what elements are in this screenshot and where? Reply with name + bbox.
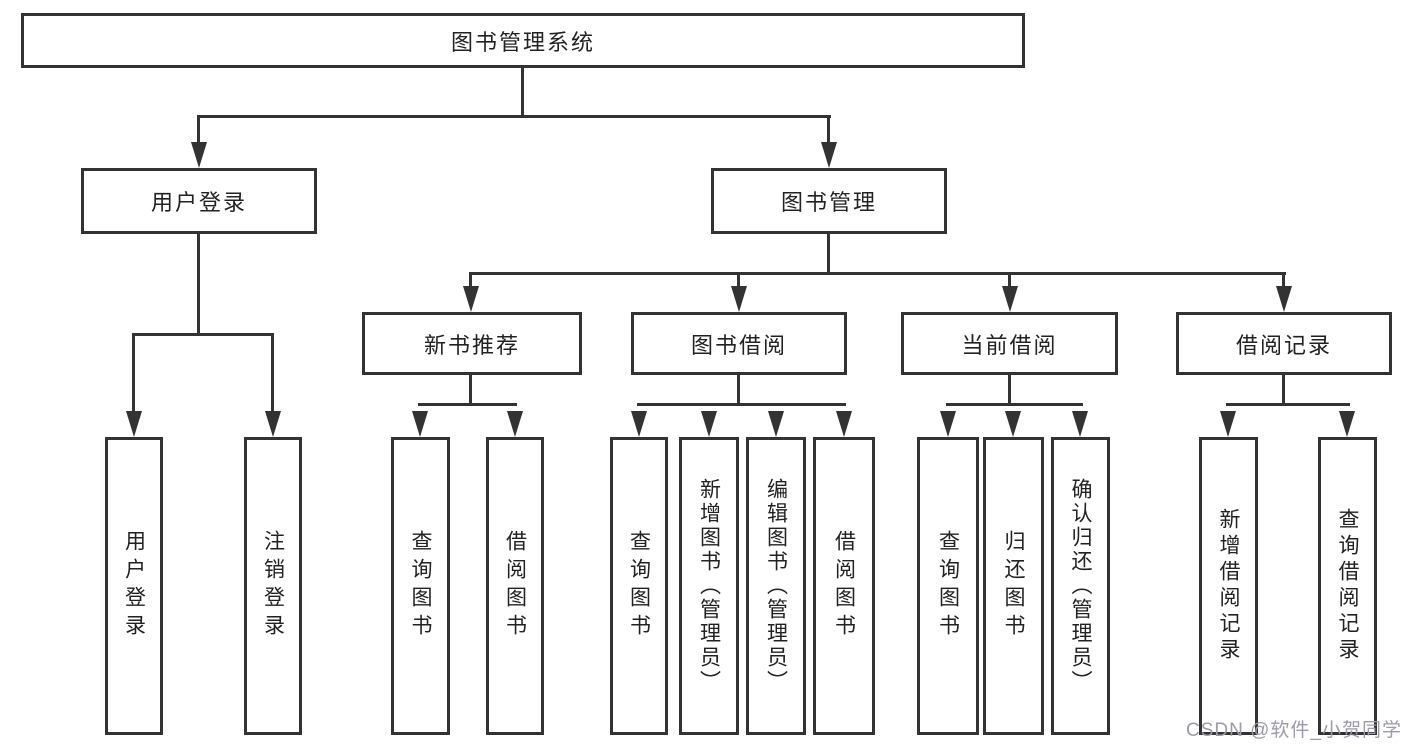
leaf-bookborrow-query: 查询图书 (610, 437, 668, 735)
connector-new-book-stem (469, 272, 472, 288)
arrow-down-icon (191, 142, 207, 168)
arrow-down-icon (836, 411, 852, 437)
arrow-down-icon (1339, 411, 1355, 437)
connector-borrow-record-leafbranch (1226, 403, 1350, 406)
connector-book-mgmt-stem (827, 115, 830, 145)
connector-user-login-down (197, 234, 200, 336)
node-book-mgmt: 图书管理 (711, 168, 947, 234)
arrow-down-icon (463, 286, 479, 312)
arrow-down-icon (412, 411, 428, 437)
leaf-newbook-query: 查询图书 (391, 437, 450, 735)
connector-borrow-record-stem (1282, 272, 1285, 288)
node-current-borrow: 当前借阅 (901, 312, 1118, 375)
leaf-record-add: 新增借阅记录 (1199, 437, 1258, 735)
arrow-down-icon (1072, 411, 1088, 437)
arrow-down-icon (1276, 286, 1292, 312)
node-library-system: 图书管理系统 (21, 13, 1025, 68)
leaf-bookborrow-borrow-label: 借阅图书 (832, 530, 856, 642)
leaf-currentborrow-return: 归还图书 (983, 437, 1044, 735)
node-library-system-label: 图书管理系统 (450, 29, 595, 55)
connector-book-borrow-down (737, 375, 740, 406)
node-book-borrow: 图书借阅 (631, 312, 847, 375)
node-current-borrow-label: 当前借阅 (961, 332, 1058, 358)
connector-user-login-branch (132, 333, 274, 336)
connector-logout-stem (271, 333, 274, 413)
leaf-record-query: 查询借阅记录 (1318, 437, 1377, 735)
arrow-down-icon (768, 411, 784, 437)
arrow-down-icon (631, 411, 647, 437)
node-new-book: 新书推荐 (362, 312, 582, 375)
arrow-down-icon (1005, 411, 1021, 437)
node-book-borrow-label: 图书借阅 (690, 332, 787, 358)
leaf-user-login-label: 用户登录 (122, 530, 146, 642)
arrow-down-icon (507, 411, 523, 437)
connector-current-borrow-down (1008, 375, 1011, 406)
connector-root-branch (197, 115, 831, 118)
leaf-bookborrow-borrow: 借阅图书 (813, 437, 875, 735)
connector-book-mgmt-down (827, 234, 830, 275)
leaf-record-add-label: 新增借阅记录 (1217, 508, 1240, 664)
node-borrow-record-label: 借阅记录 (1235, 332, 1332, 358)
leaf-bookborrow-add: 新增图书（管理员） (679, 437, 739, 735)
leaf-bookborrow-edit: 编辑图书（管理员） (746, 437, 806, 735)
arrow-down-icon (821, 142, 837, 168)
connector-login-stem (132, 333, 135, 413)
connector-book-mgmt-branch (469, 272, 1286, 275)
connector-borrow-record-down (1282, 375, 1285, 406)
leaf-user-login: 用户登录 (105, 437, 163, 735)
node-new-book-label: 新书推荐 (423, 332, 520, 358)
leaf-newbook-query-label: 查询图书 (409, 530, 432, 642)
leaf-bookborrow-add-label: 新增图书（管理员） (697, 478, 721, 694)
node-user-login: 用户登录 (81, 168, 317, 234)
arrow-down-icon (1002, 286, 1018, 312)
leaf-currentborrow-query: 查询图书 (917, 437, 979, 735)
leaf-logout: 注销登录 (244, 437, 302, 735)
connector-new-book-leafbranch (418, 403, 517, 406)
leaf-currentborrow-return-label: 归还图书 (1002, 530, 1025, 642)
node-user-login-label: 用户登录 (150, 190, 247, 215)
node-borrow-record: 借阅记录 (1176, 312, 1392, 375)
arrow-down-icon (731, 286, 747, 312)
leaf-bookborrow-query-label: 查询图书 (627, 530, 651, 642)
leaf-newbook-borrow-label: 借阅图书 (503, 530, 527, 642)
connector-user-login-stem (197, 115, 200, 145)
arrow-down-icon (1220, 411, 1236, 437)
leaf-record-query-label: 查询借阅记录 (1336, 508, 1359, 664)
arrow-down-icon (701, 411, 717, 437)
leaf-newbook-borrow: 借阅图书 (486, 437, 544, 735)
leaf-bookborrow-edit-label: 编辑图书（管理员） (764, 478, 788, 694)
connector-current-borrow-stem (1008, 272, 1011, 288)
csdn-watermark: CSDN @软件_小贺同学 (1186, 720, 1402, 741)
connector-book-borrow-stem (737, 272, 740, 288)
connector-new-book-down (469, 375, 472, 406)
node-book-mgmt-label: 图书管理 (780, 190, 877, 215)
connector-book-borrow-leafbranch (637, 403, 846, 406)
leaf-logout-label: 注销登录 (261, 530, 285, 642)
arrow-down-icon (265, 411, 281, 437)
connector-root-stem (521, 68, 524, 118)
leaf-currentborrow-confirm-label: 确认归还（管理员） (1069, 478, 1092, 694)
arrow-down-icon (126, 411, 142, 437)
leaf-currentborrow-query-label: 查询图书 (936, 530, 960, 642)
arrow-down-icon (940, 411, 956, 437)
leaf-currentborrow-confirm: 确认归还（管理员） (1051, 437, 1110, 735)
connector-current-borrow-leafbranch (946, 403, 1083, 406)
